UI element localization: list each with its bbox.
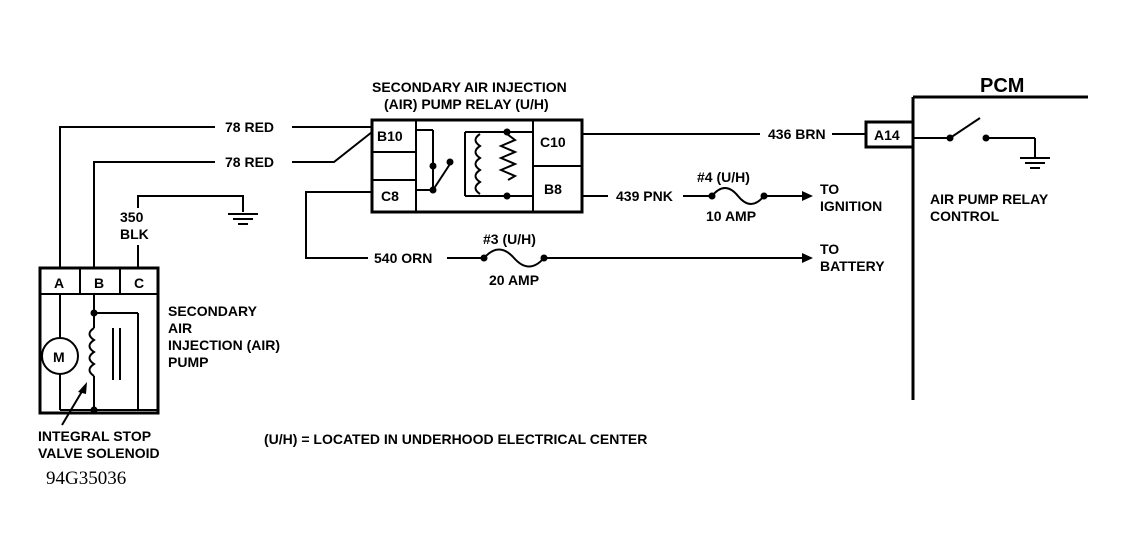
to-ignition-1: TO [820,181,839,197]
solenoid-pointer-arrow-icon [61,382,87,426]
motor-label: M [53,349,65,365]
pump-pin-c: C [134,275,144,291]
pump-label-2: AIR [168,320,192,336]
relay-coil-icon [464,128,533,200]
solenoid-label-2: VALVE SOLENOID [38,445,160,461]
fuse-4-name: #4 (U/H) [697,169,750,185]
relay-switch-icon [416,129,454,194]
wire-78-red-lower [93,161,215,268]
to-battery-1: TO [820,241,839,257]
pump-label-1: SECONDARY [168,303,258,319]
wire-78-red-upper [59,126,215,268]
pump-label-3: INJECTION (AIR) [168,337,280,353]
to-ignition-2: IGNITION [820,198,882,214]
fuse-3-icon [480,248,548,268]
pcm-control-label-2: CONTROL [930,208,1000,224]
wire-439-pnk-label: 439 PNK [616,188,673,204]
wire-540-orn-label: 540 ORN [374,250,432,266]
battery-arrow-icon [802,253,813,263]
relay-pin-c8: C8 [381,188,399,204]
ignition-arrow-icon [802,191,813,201]
pcm-module: PCM A14 AIR PUMP RELAY CONTROL [864,75,1088,400]
relay-title-2: (AIR) PUMP RELAY (U/H) [384,96,549,112]
to-battery-2: BATTERY [820,258,885,274]
wire-540-orn [305,191,372,259]
pcm-ground-icon [1020,157,1050,169]
figure-id: 94G35036 [46,468,126,489]
solenoid-coil-icon [88,294,139,414]
pcm-title: PCM [980,75,1024,97]
relay-pin-c10: C10 [540,134,566,150]
motor-icon [41,294,158,411]
relay-title-1: SECONDARY AIR INJECTION [372,79,567,95]
pump-pin-a: A [54,275,64,291]
switch-icon [913,117,1036,158]
fuse-4-rating: 10 AMP [706,208,756,224]
pump-label-4: PUMP [168,354,208,370]
pump-relay: SECONDARY AIR INJECTION (AIR) PUMP RELAY… [370,79,584,214]
relay-pin-b10: B10 [377,128,403,144]
pcm-control-label-1: AIR PUMP RELAY [930,191,1049,207]
wire-ground-color: BLK [120,226,149,242]
pump-pin-b: B [94,275,104,291]
pump-ground-icon [228,213,258,225]
wire-436-brn-label: 436 BRN [768,126,826,142]
air-pump: A B C M SECONDARY AIR INJECTION (AIR) PU… [38,266,280,461]
wire-78-red-lower-label: 78 RED [225,154,274,170]
fuse-3-rating: 20 AMP [489,272,539,288]
solenoid-label-1: INTEGRAL STOP [38,428,151,444]
pcm-pin-label: A14 [874,127,900,143]
wire-78-red-upper-label: 78 RED [225,119,274,135]
relay-pin-b8: B8 [544,181,562,197]
fuse-3-name: #3 (U/H) [483,231,536,247]
legend-text: (U/H) = LOCATED IN UNDERHOOD ELECTRICAL … [264,431,647,447]
wire-ground-gauge: 350 [120,209,144,225]
fuse-4-icon [708,187,768,205]
